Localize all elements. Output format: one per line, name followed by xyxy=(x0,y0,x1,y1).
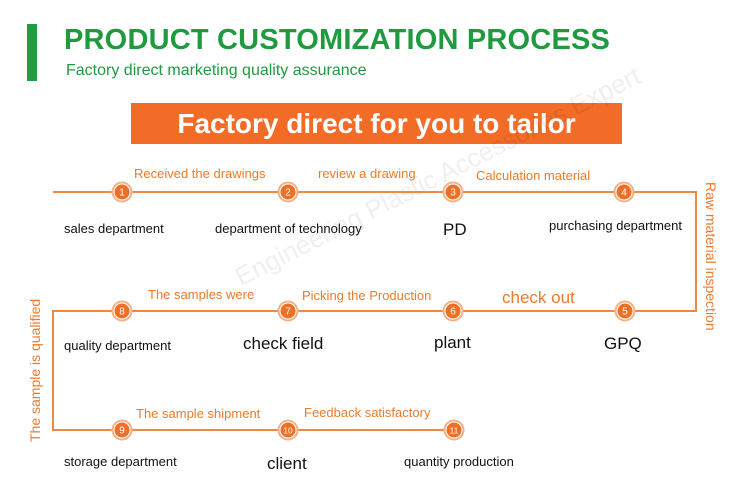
dept-label-3: PD xyxy=(443,220,467,239)
step-number: 5 xyxy=(622,307,628,318)
step-nodes: 1 2 3 4 5 6 7 8 9 10 11 xyxy=(111,181,636,441)
tailor-banner: Factory direct for you to tailor xyxy=(131,103,622,144)
step-number: 3 xyxy=(450,188,456,199)
transition-label-2: review a drawing xyxy=(318,166,416,181)
step-node-10: 10 xyxy=(277,419,299,441)
transition-label-3: Calculation material xyxy=(476,168,591,183)
dept-label-9: storage department xyxy=(64,454,177,469)
transition-label-1: Received the drawings xyxy=(134,166,266,181)
step-node-6: 6 xyxy=(442,300,464,322)
dept-label-2: department of technology xyxy=(215,221,362,236)
page-subtitle: Factory direct marketing quality assuran… xyxy=(66,62,367,79)
step-number: 4 xyxy=(621,188,627,199)
transition-label-6: Picking the Production xyxy=(302,288,432,303)
dept-label-5: GPQ xyxy=(604,334,642,353)
transition-label-5: check out xyxy=(502,288,575,307)
transition-label-7: The samples were xyxy=(148,287,255,302)
step-number: 8 xyxy=(119,307,125,318)
step-number: 9 xyxy=(119,426,125,437)
step-node-5: 5 xyxy=(614,300,636,322)
dept-label-8: quality department xyxy=(64,338,171,353)
dept-label-11: quantity production xyxy=(404,454,514,469)
step-node-8: 8 xyxy=(111,300,133,322)
dept-label-1: sales department xyxy=(64,221,164,236)
step-node-1: 1 xyxy=(111,181,133,203)
step-node-3: 3 xyxy=(442,181,464,203)
step-number: 1 xyxy=(119,188,125,199)
dept-label-10: client xyxy=(267,454,307,473)
step-node-9: 9 xyxy=(111,419,133,441)
step-node-2: 2 xyxy=(277,181,299,203)
step-node-4: 4 xyxy=(613,181,635,203)
transition-label-9: The sample shipment xyxy=(136,406,261,421)
transition-label-8: The sample is qualified xyxy=(27,298,43,442)
step-node-11: 11 xyxy=(443,419,465,441)
step-number: 2 xyxy=(285,188,291,199)
step-number: 11 xyxy=(450,426,459,436)
transition-label-4: Raw material inspection xyxy=(703,182,719,331)
step-node-7: 7 xyxy=(277,300,299,322)
dept-label-6: plant xyxy=(434,333,471,352)
title-accent-bar xyxy=(27,24,37,81)
transition-label-10: Feedback satisfactory xyxy=(304,405,431,420)
step-number: 10 xyxy=(283,426,293,436)
step-number: 6 xyxy=(450,307,456,318)
dept-label-4: purchasing department xyxy=(549,218,682,233)
page-title: PRODUCT CUSTOMIZATION PROCESS xyxy=(64,24,611,56)
dept-label-7: check field xyxy=(243,334,324,353)
step-number: 7 xyxy=(285,307,291,318)
